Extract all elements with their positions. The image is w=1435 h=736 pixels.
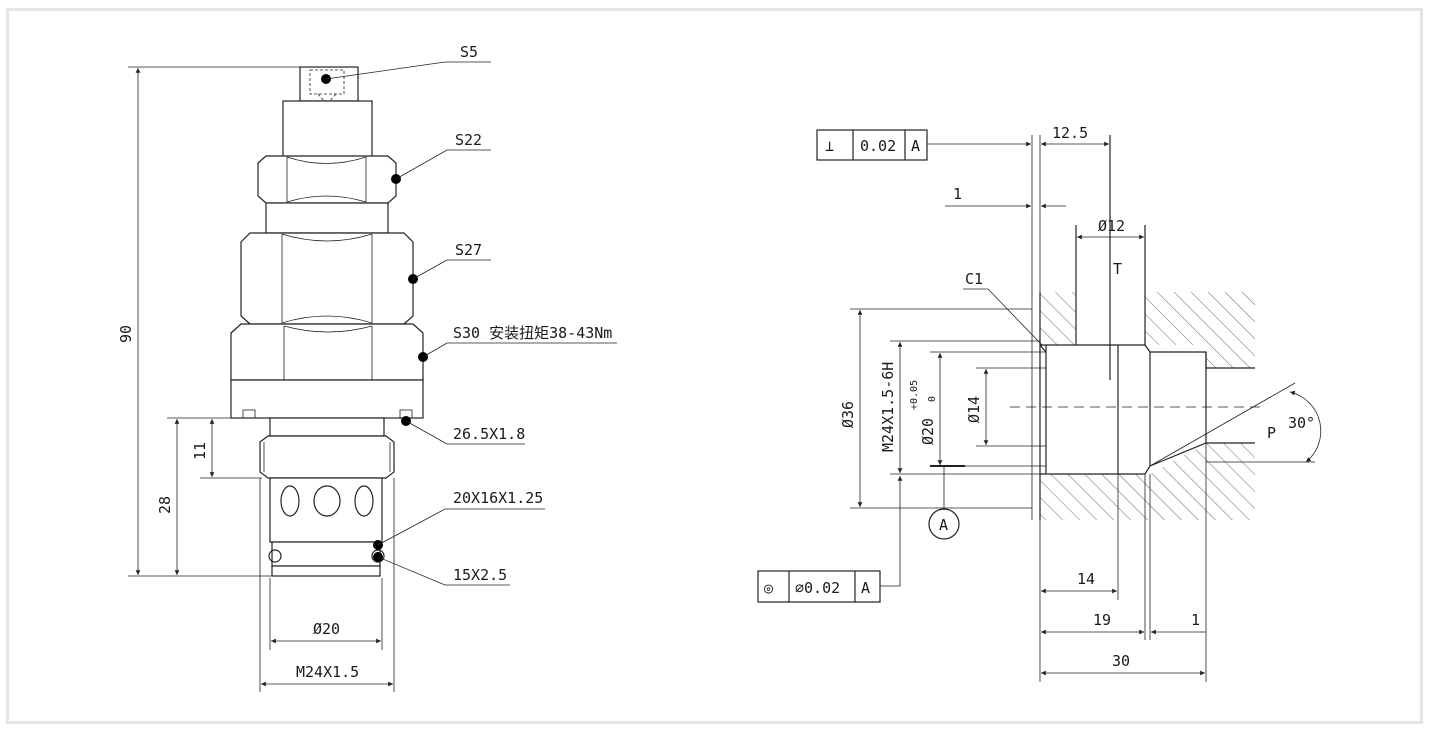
dim-1-top: 1: [953, 185, 962, 203]
tol-upper: +0.05: [909, 380, 920, 410]
thread-section: [259, 435, 395, 479]
concentricity-symbol: ◎: [764, 579, 773, 597]
chamfer-c1: C1: [965, 270, 983, 288]
tol-bottom-datum: A: [861, 579, 870, 597]
callout-s30: S30 安装扭矩38-43Nm: [453, 324, 612, 342]
hex-nut-s22: [257, 155, 397, 204]
callout-oring-15x2-5: 15X2.5: [453, 566, 507, 584]
hex-body-s27: [240, 232, 414, 325]
tol-bottom-value: ∅0.02: [795, 579, 840, 597]
callout-oring-26-5: 26.5X1.8: [453, 425, 525, 443]
dim-11: 11: [191, 442, 209, 460]
dim-height-90: 90: [117, 325, 135, 343]
datum-a-circle: [928, 508, 960, 540]
dim-thread-left: M24X1.5: [296, 663, 359, 681]
perpendicularity-frame: [816, 129, 928, 161]
upper-shaft: [282, 100, 373, 158]
concentricity-frame: [757, 570, 881, 603]
perpendicular-symbol: ⊥: [825, 137, 834, 155]
callout-s5: S5: [460, 43, 478, 61]
dim-dia14: Ø14: [965, 396, 983, 423]
callout-oring-20x16: 20X16X1.25: [453, 489, 543, 507]
dim-thread-right: M24X1.5-6H: [879, 362, 897, 452]
cavity-section: [850, 135, 1322, 682]
tol-top-value: 0.02: [860, 137, 896, 155]
dim-dia36: Ø36: [839, 401, 857, 428]
tol-lower: 0: [927, 396, 938, 402]
tol-top-datum: A: [911, 137, 920, 155]
angle-30: 30°: [1288, 414, 1315, 432]
dim-12-5: 12.5: [1052, 124, 1088, 142]
datum-a-label: A: [939, 516, 948, 534]
port-p-label: P: [1267, 424, 1276, 442]
dim-30: 30: [1112, 652, 1130, 670]
dim-28: 28: [156, 496, 174, 514]
dim-dia12: Ø12: [1098, 217, 1125, 235]
valve-cartridge: [128, 61, 617, 692]
dim-1-bottom: 1: [1191, 611, 1200, 629]
hex-body-s30: [230, 323, 424, 381]
adjust-screw: [299, 66, 359, 102]
dim-dia20-right: Ø20: [919, 418, 937, 445]
dim-19: 19: [1093, 611, 1111, 629]
dim-14: 14: [1077, 570, 1095, 588]
dim-dia20-left: Ø20: [313, 620, 340, 638]
callout-s27: S27: [455, 241, 482, 259]
port-t-label: T: [1113, 260, 1122, 278]
sleeve: [269, 477, 383, 543]
callout-s22: S22: [455, 131, 482, 149]
